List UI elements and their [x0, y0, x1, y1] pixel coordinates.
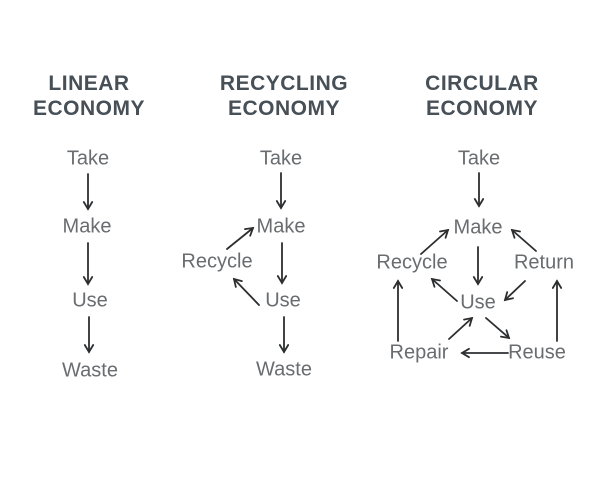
- recycling-economy-title: RECYCLING ECONOMY: [220, 71, 348, 121]
- linear-economy-arrows: [82, 173, 95, 354]
- linear-node-use: Use: [72, 289, 108, 312]
- circular-arrow-use-to-recycle: [430, 277, 458, 302]
- circular-arrow-return-to-use: [503, 280, 526, 302]
- circular-economy-arrows: [392, 172, 563, 359]
- circular-title-line1: CIRCULAR: [425, 72, 539, 95]
- circular-node-return: Return: [513, 251, 575, 274]
- recycling-node-waste: Waste: [256, 358, 312, 381]
- circular-arrow-recycle-to-make: [420, 228, 450, 255]
- linear-node-waste: Waste: [62, 359, 118, 382]
- recycling-node-make: Make: [256, 215, 306, 238]
- circular-node-repair: Repair: [389, 341, 449, 364]
- circular-node-make: Make: [453, 216, 503, 239]
- circular-arrow-use-to-reuse: [485, 317, 511, 340]
- recycling-economy-arrows: [226, 172, 290, 354]
- circular-node-reuse: Reuse: [508, 341, 566, 364]
- linear-economy-title: LINEAR ECONOMY: [33, 71, 145, 121]
- circular-arrow-return-to-make: [510, 228, 537, 252]
- recycling-node-use: Use: [265, 289, 301, 312]
- recycling-title-line1: RECYCLING: [219, 72, 349, 95]
- circular-title-line2: ECONOMY: [425, 97, 538, 120]
- circular-node-use: Use: [460, 291, 496, 314]
- recycling-title-line2: ECONOMY: [227, 97, 340, 120]
- circular-node-recycle: Recycle: [376, 251, 448, 274]
- linear-node-take: Take: [66, 147, 110, 170]
- linear-node-make: Make: [62, 215, 112, 238]
- linear-title-line1: LINEAR: [48, 72, 130, 95]
- recycling-node-recycle: Recycle: [181, 250, 253, 273]
- circular-arrow-repair-to-use: [448, 316, 474, 340]
- recycling-arrow-recycle-to-make: [226, 226, 255, 250]
- linear-title-line2: ECONOMY: [32, 97, 146, 120]
- recycling-node-take: Take: [259, 147, 303, 170]
- recycling-arrow-use-to-recycle: [232, 277, 260, 306]
- circular-node-take: Take: [457, 147, 501, 170]
- circular-economy-title: CIRCULAR ECONOMY: [425, 71, 539, 121]
